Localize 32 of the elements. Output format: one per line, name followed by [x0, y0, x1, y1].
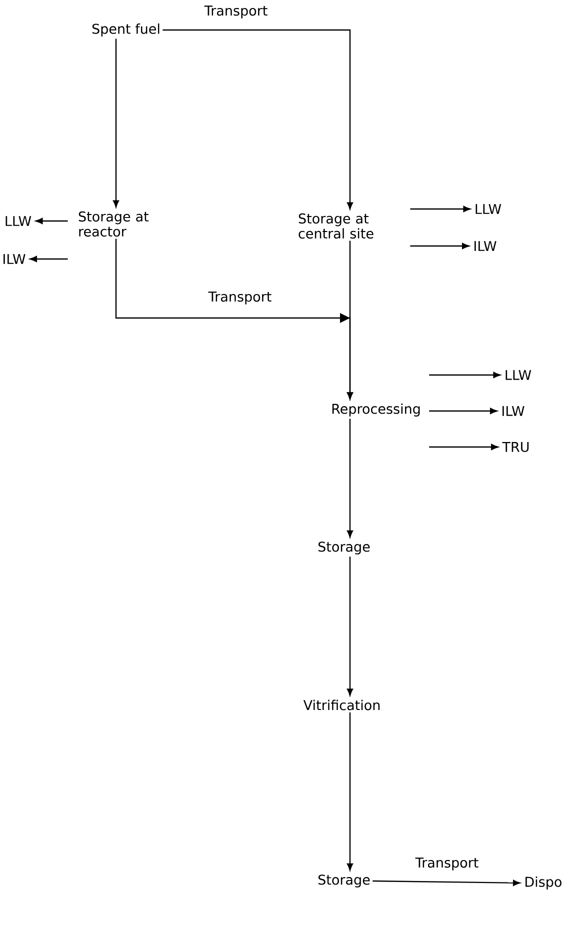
arrow: [372, 880, 520, 886]
flow-step-label: Reprocessing: [332, 403, 420, 417]
arrow: [410, 242, 470, 250]
flow-step-label: Vitrification: [303, 700, 380, 710]
edge-label: Transport: [414, 856, 480, 872]
arrow: [429, 444, 498, 450]
arrow: [346, 712, 354, 871]
flow-step-label: Storage: [318, 542, 370, 554]
flow-step-label: Storage: [318, 874, 370, 888]
arrow: [36, 218, 68, 224]
flow-step-label: Storage at reactor: [78, 211, 149, 237]
flow-step-label: Storage at central site: [298, 213, 374, 239]
flow-step-label: Spent fuel: [92, 23, 160, 37]
flow-step-label: TRU: [502, 442, 529, 452]
arrow: [346, 556, 354, 696]
arrow: [410, 206, 470, 212]
flow-step-label: ILW: [4, 254, 26, 264]
flow-step-label: LLW: [476, 204, 502, 214]
arrow: [112, 38, 120, 208]
arrow: [429, 372, 500, 378]
flow-step-label: LLW: [6, 216, 32, 226]
edge-label: Transport: [203, 4, 269, 20]
flow-step-label: ILW: [502, 406, 524, 416]
arrow: [429, 408, 498, 414]
arrow: [30, 256, 68, 262]
arrow: [162, 29, 354, 210]
flow-step-label: LLW: [506, 370, 532, 380]
arrow: [346, 240, 354, 400]
edge-label: Transport: [207, 290, 273, 306]
flow-step-label: ILW: [474, 241, 496, 251]
flow-step-label: Dispo: [526, 876, 562, 890]
arrow: [346, 418, 354, 538]
